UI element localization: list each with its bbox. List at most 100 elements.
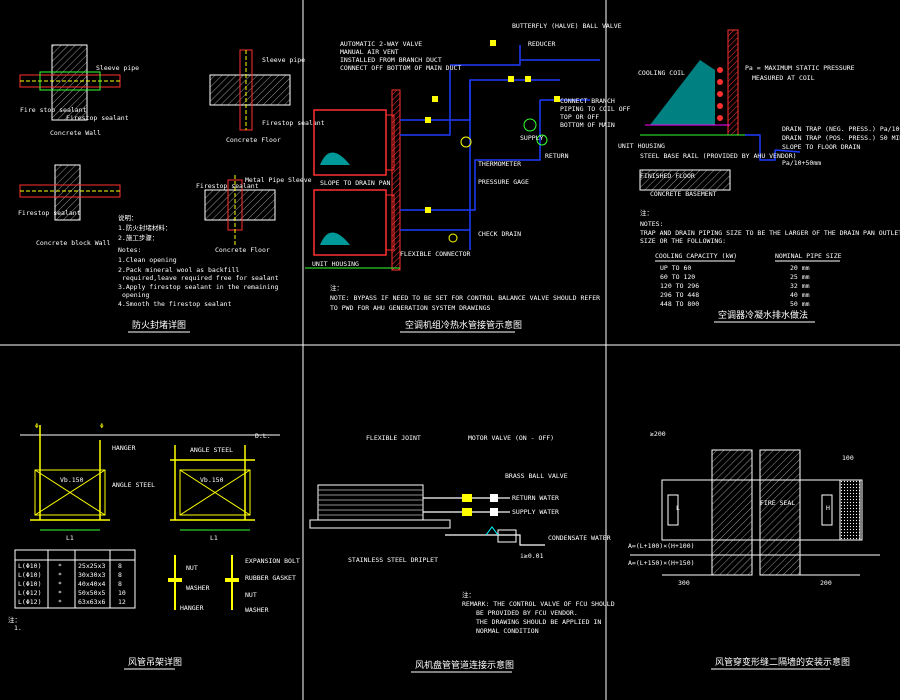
- label-2: Fire stop sealant: [20, 106, 87, 114]
- label-fcu-1: FLEXIBLE JOINT: [366, 434, 421, 442]
- table-cell: 32 mm: [790, 282, 810, 290]
- label-dh-14: RUBBER GASKET: [245, 574, 296, 582]
- label-ahu-3: INSTALLED FROM BRANCH DUCT: [340, 56, 442, 64]
- label-cd-8: UNIT HOUSING: [618, 142, 665, 150]
- panel-title-1: 防火封堵详图: [132, 319, 186, 331]
- panel-title-3: 空调器冷凝水排水做法: [718, 309, 808, 321]
- label-ahu-13: THERMOMETER: [478, 160, 521, 168]
- label-ej-1: ≥200: [650, 430, 666, 438]
- table-cell: 8: [118, 571, 122, 579]
- label-dh-8: Vb.150: [200, 476, 224, 484]
- label-ej-6: L: [676, 504, 680, 512]
- panel-title-4: 风管吊架详图: [128, 656, 182, 668]
- table-cell: 20 mm: [790, 264, 810, 272]
- label-dh-2: Φ: [100, 423, 104, 430]
- label-cd-11: CONCRETE BASEMENT: [650, 190, 717, 198]
- note-ahu-2: NOTE: BYPASS IF NEED TO BE SET FOR CONTR…: [330, 294, 600, 302]
- table-cell: 12: [118, 598, 126, 606]
- label-fcu-3: BRASS BALL VALVE: [505, 472, 568, 480]
- label-5: Sleeve pipe: [262, 56, 305, 64]
- label-cd-5: DRAIN TRAP (POS. PRESS.) 50 MIN.: [782, 134, 900, 142]
- label-ej-9: 200: [820, 579, 832, 587]
- table-cell: L(Φ10): [18, 580, 41, 588]
- label-ahu-10: BOTTOM OF MAIN: [560, 121, 615, 129]
- label-6: Firestop sealant: [262, 119, 325, 127]
- label-ahu-4: CONNECT OFF BOTTOM OF MAIN DUCT: [340, 64, 461, 72]
- label-dh-10: L1: [210, 534, 218, 542]
- table-cell: 50x50x5: [78, 589, 105, 597]
- panel-title-5: 风机盘管管道连接示意图: [415, 659, 514, 671]
- label-cd-6: SLOPE TO FLOOR DRAIN: [782, 143, 860, 151]
- note-dh-1: 注：: [8, 615, 21, 624]
- note-2: 1.防火封堵材料：: [118, 223, 171, 232]
- table-cell: 8: [118, 580, 122, 588]
- label-11: Metal Pipe Sleeve: [245, 176, 312, 184]
- label-dh-6: D.L.: [255, 432, 271, 440]
- label-dh-11: NUT: [186, 564, 198, 572]
- table-cell: *: [58, 562, 62, 570]
- label-8: Firestop sealant: [18, 209, 81, 217]
- label-ahu-7: CONNECT BRANCH: [560, 97, 615, 105]
- label-fcu-7: STAINLESS STEEL DRIPLET: [348, 556, 438, 564]
- label-ej-7: H: [826, 504, 830, 512]
- label-12: Concrete Floor: [215, 246, 270, 254]
- label-dh-17: WASHER: [245, 606, 269, 614]
- panel-fcu: [309, 484, 545, 546]
- panel-expansion-labels: ≥200 100 FIRE SEAL A=(L+100)×(H+100) A=(…: [628, 430, 854, 587]
- panel-title-6: 风管穿变形缝二隔墙的安装示意图: [715, 656, 850, 668]
- panel-duct-hanger: [20, 425, 280, 610]
- label-ahu-17: UNIT HOUSING: [312, 260, 359, 268]
- label-dh-3: HANGER: [112, 444, 136, 452]
- note-ahu-1: 注：: [330, 283, 343, 292]
- label-cd-1: COOLING COIL: [638, 69, 685, 77]
- panel-firestop: [19, 44, 291, 245]
- table-cell: 120 TO 296: [660, 282, 699, 290]
- table-cell: 30x30x3: [78, 571, 105, 579]
- label-9: Concrete block Wall: [36, 239, 110, 247]
- panel-fcu-labels: FLEXIBLE JOINT MOTOR VALVE (ON - OFF) BR…: [348, 434, 611, 564]
- note-fcu-1: 注：: [462, 590, 475, 599]
- note-3: 2.施工步骤：: [118, 233, 158, 242]
- note-ahu-3: TO PWD FOR AHU GENERATION SYSTEM DRAWING…: [330, 304, 491, 312]
- label-ahu-9: TOP OR OFF: [560, 113, 599, 121]
- note-fcu-3: BE PROVIDED BY FCU VENDOR.: [476, 609, 578, 617]
- panel-duct-hanger-labels: Φ Φ HANGER ANGLE STEEL ANGLE STEEL D.L. …: [35, 423, 300, 614]
- label-ej-8: 300: [678, 579, 690, 587]
- table-cell: L(Φ10): [18, 571, 41, 579]
- label-dh-12: WASHER: [186, 584, 210, 592]
- label-fcu-2: MOTOR VALVE (ON - OFF): [468, 434, 554, 442]
- note-8: 3.Apply firestop sealant in the remainin…: [118, 283, 279, 291]
- panel-ahu-piping: [305, 40, 600, 271]
- label-dh-7: Vb.150: [60, 476, 84, 484]
- table-cell: *: [58, 580, 62, 588]
- table-cell: 296 TO 448: [660, 291, 699, 299]
- label-3: Firestop sealant: [66, 114, 129, 122]
- label-cd-7: Pa/10+50mm: [782, 159, 821, 167]
- table-cell: 25 mm: [790, 273, 810, 281]
- note-9: opening: [122, 291, 149, 299]
- note-cd-4: SIZE OR THE FOLLOWING:: [640, 237, 726, 245]
- table-cell: *: [58, 571, 62, 579]
- label-4: Concrete Wall: [50, 129, 101, 137]
- panel-condensate-notes: 注： NOTES: TRAP AND DRAIN PIPING SIZE TO …: [640, 208, 900, 245]
- label-ej-4: A=(L+100)×(H+100): [628, 542, 695, 550]
- note-10: 4.Smooth the firestop sealant: [118, 300, 232, 308]
- panel-condensate-labels: COOLING COIL Pa = MAXIMUM STATIC PRESSUR…: [618, 64, 900, 198]
- note-cd-2: NOTES:: [640, 220, 663, 228]
- label-dh-16: HANGER: [180, 604, 204, 612]
- table-cell: *: [58, 598, 62, 606]
- label-cd-10: FINISHED FLOOR: [640, 172, 695, 180]
- hanger-table: L(Φ10) * 25x25x3 8 L(Φ10) * 30x30x3 8 L(…: [8, 549, 136, 632]
- table-header: NOMINAL PIPE SIZE: [775, 252, 842, 260]
- label-cd-4: DRAIN TRAP (NEG. PRESS.) Pa/10+50mm: [782, 125, 900, 133]
- table-cell: 40x40x4: [78, 580, 105, 588]
- table-header: COOLING CAPACITY (kW): [655, 252, 737, 260]
- pipe-size-table: COOLING CAPACITY (kW) NOMINAL PIPE SIZE …: [655, 252, 842, 308]
- panel-condensate: [639, 29, 801, 191]
- panel-firestop-labels: Sleeve pipe Fire stop sealant Firestop s…: [18, 56, 325, 254]
- label-fcu-6: CONDENSATE WATER: [548, 534, 611, 542]
- label-1: Sleeve pipe: [96, 64, 139, 72]
- label-fcu-5: SUPPLY WATER: [512, 508, 559, 516]
- label-ahu-11: SUPPLY: [520, 134, 544, 142]
